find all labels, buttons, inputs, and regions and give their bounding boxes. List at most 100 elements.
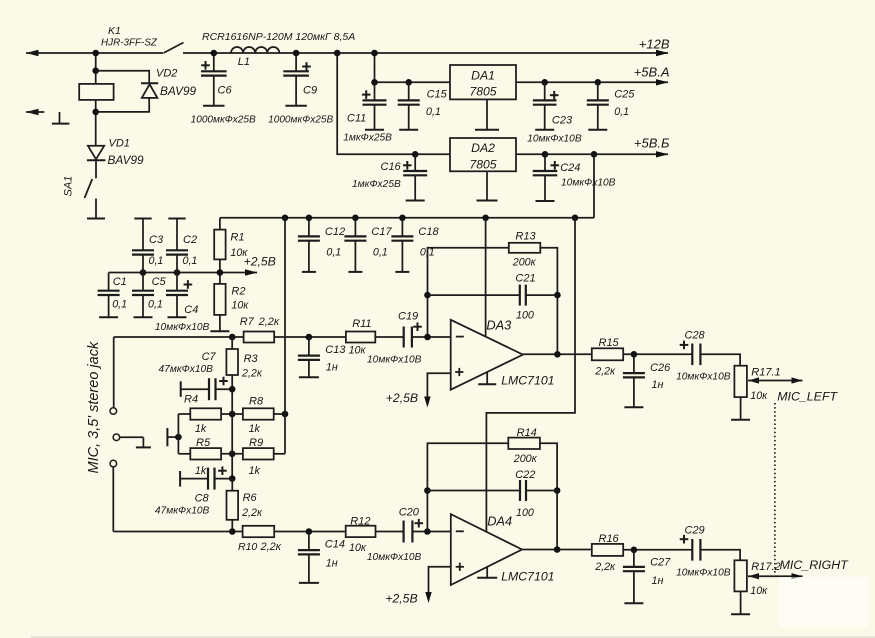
svg-text:RCR1616NP-120M 120мкГ 8,5А: RCR1616NP-120M 120мкГ 8,5А: [202, 31, 355, 43]
svg-text:C7: C7: [202, 351, 217, 363]
svg-text:R6: R6: [243, 492, 258, 504]
svg-text:C13: C13: [325, 344, 346, 356]
svg-text:1k: 1k: [195, 423, 207, 435]
svg-text:2,2к: 2,2к: [594, 561, 616, 573]
svg-text:C23: C23: [552, 114, 573, 126]
svg-text:SA1: SA1: [63, 176, 75, 197]
svg-text:1н: 1н: [652, 379, 664, 391]
svg-text:1н: 1н: [326, 362, 338, 374]
svg-text:C12: C12: [325, 226, 345, 238]
svg-text:C17: C17: [371, 226, 392, 238]
svg-text:10к: 10к: [230, 247, 248, 259]
svg-text:7805: 7805: [469, 85, 496, 99]
svg-text:BAV99: BAV99: [108, 153, 145, 167]
svg-text:VD2: VD2: [156, 68, 177, 80]
svg-text:1k: 1k: [249, 465, 261, 477]
svg-text:+5В.А: +5В.А: [634, 65, 670, 80]
svg-text:R11: R11: [352, 318, 371, 330]
svg-text:1н: 1н: [326, 557, 338, 569]
svg-text:LMC7101: LMC7101: [501, 569, 554, 583]
svg-text:C15: C15: [427, 88, 448, 100]
svg-text:0,1: 0,1: [148, 299, 163, 311]
svg-text:1мкФх25В: 1мкФх25В: [352, 179, 401, 190]
svg-text:R1: R1: [230, 232, 244, 244]
svg-text:C2: C2: [183, 234, 197, 246]
svg-text:C9: C9: [303, 85, 317, 97]
svg-text:1000мкФх25В: 1000мкФх25В: [191, 115, 256, 126]
svg-text:C26: C26: [650, 362, 671, 374]
svg-text:C5: C5: [152, 276, 167, 288]
svg-text:C29: C29: [685, 525, 705, 537]
svg-text:10мкФх10В: 10мкФх10В: [527, 133, 582, 144]
svg-text:C3: C3: [149, 234, 164, 246]
svg-text:1мкФх25В: 1мкФх25В: [343, 133, 392, 144]
svg-text:R17.2: R17.2: [751, 561, 780, 573]
svg-text:C1: C1: [113, 276, 127, 288]
svg-text:C16: C16: [381, 161, 402, 173]
svg-text:R4: R4: [184, 393, 198, 405]
svg-text:100: 100: [516, 310, 534, 322]
svg-text:+2,5В: +2,5В: [386, 391, 418, 405]
svg-text:LMC7101: LMC7101: [501, 373, 554, 387]
svg-text:2,2к: 2,2к: [241, 507, 263, 519]
svg-text:0,1: 0,1: [614, 106, 629, 118]
svg-text:10к: 10к: [231, 299, 249, 311]
svg-text:1н: 1н: [652, 575, 664, 587]
svg-text:C27: C27: [650, 556, 671, 568]
svg-text:MIC_RIGHT: MIC_RIGHT: [780, 558, 850, 572]
svg-text:10мкФх10В: 10мкФх10В: [676, 372, 731, 383]
svg-text:BAV99: BAV99: [160, 84, 197, 98]
svg-text:C21: C21: [515, 272, 535, 284]
svg-text:10мкФх10В: 10мкФх10В: [561, 178, 616, 189]
svg-text:MIC_LEFT: MIC_LEFT: [777, 390, 838, 404]
svg-text:C18: C18: [418, 226, 439, 238]
svg-text:0,1: 0,1: [373, 246, 388, 258]
svg-text:C6: C6: [218, 85, 233, 97]
svg-text:1k: 1k: [249, 423, 261, 435]
svg-text:+2,5В: +2,5В: [244, 254, 276, 268]
svg-text:C20: C20: [399, 506, 420, 518]
svg-text:R12: R12: [350, 515, 370, 527]
svg-text:0,1: 0,1: [183, 255, 198, 267]
svg-text:10мкФх10В: 10мкФх10В: [367, 354, 422, 365]
svg-text:R2: R2: [231, 286, 245, 298]
svg-text:MIC, 3,5' stereo jack: MIC, 3,5' stereo jack: [86, 341, 102, 473]
svg-text:47мкФх10В: 47мкФх10В: [159, 364, 214, 375]
svg-text:10к: 10к: [750, 390, 768, 402]
svg-text:R16: R16: [599, 533, 620, 545]
svg-text:DA2: DA2: [471, 141, 495, 155]
svg-text:DA1: DA1: [471, 68, 495, 82]
svg-text:R14: R14: [517, 427, 537, 439]
svg-text:R17.1: R17.1: [751, 366, 780, 378]
svg-text:+12В: +12В: [639, 37, 670, 52]
svg-text:C8: C8: [195, 493, 210, 505]
svg-text:200к: 200к: [513, 453, 538, 465]
svg-text:C28: C28: [685, 329, 706, 341]
svg-text:47мкФх10В: 47мкФх10В: [155, 506, 210, 517]
svg-text:2,2к: 2,2к: [241, 368, 263, 380]
svg-text:1k: 1k: [195, 465, 207, 477]
svg-text:0,1: 0,1: [149, 255, 164, 267]
svg-text:R8: R8: [249, 395, 264, 407]
svg-text:10к: 10к: [349, 542, 367, 554]
svg-text:0,1: 0,1: [112, 299, 127, 311]
svg-text:R9: R9: [249, 437, 263, 449]
svg-text:R15: R15: [599, 337, 620, 349]
svg-text:10к: 10к: [349, 344, 367, 356]
svg-text:10мкФх10В: 10мкФх10В: [155, 322, 210, 333]
svg-text:0,1: 0,1: [326, 246, 341, 258]
svg-text:10мкФх10В: 10мкФх10В: [676, 568, 731, 579]
svg-text:C22: C22: [515, 469, 535, 481]
svg-text:DA4: DA4: [487, 513, 512, 528]
svg-text:2,2к: 2,2к: [258, 316, 280, 328]
svg-text:K1: K1: [108, 25, 121, 37]
svg-text:R10: R10: [238, 541, 257, 553]
svg-text:C14: C14: [325, 538, 345, 550]
svg-text:100: 100: [516, 507, 534, 519]
svg-text:R3: R3: [244, 353, 259, 365]
svg-text:C4: C4: [184, 304, 198, 316]
svg-text:C25: C25: [614, 89, 635, 101]
svg-text:HJR-3FF-SZ: HJR-3FF-SZ: [101, 38, 158, 49]
svg-text:C24: C24: [560, 162, 580, 174]
svg-text:C19: C19: [398, 310, 418, 322]
